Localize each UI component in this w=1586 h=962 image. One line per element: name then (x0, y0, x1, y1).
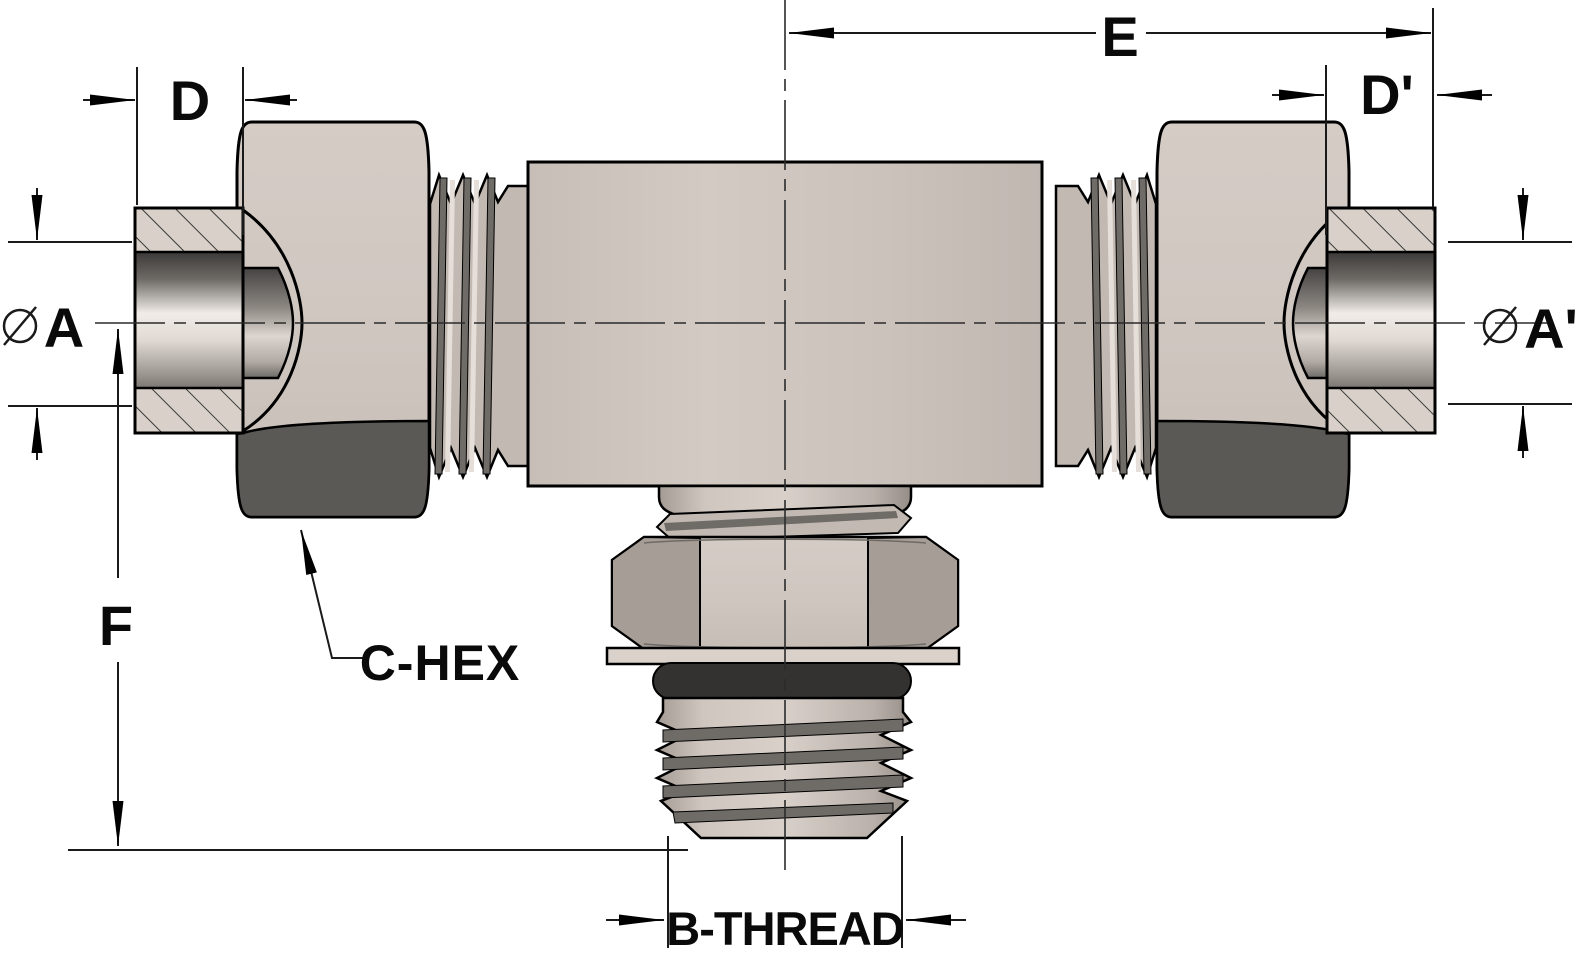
label-callout-hex: C-HEX (360, 635, 521, 691)
right-threads-silhouette (1054, 171, 1158, 481)
right-bore (1325, 250, 1437, 390)
diameter-symbol-right (1482, 308, 1518, 344)
stud-thread-shadow-4 (672, 802, 894, 824)
left-thread-shadow-3 (482, 177, 496, 475)
left-thread-light-1 (445, 180, 455, 472)
right-thread-shadow-2 (1114, 177, 1128, 475)
locknut-left-facet (611, 535, 701, 651)
label-callout-thread: B-THREAD (666, 902, 903, 955)
left-flange-hatch-top (135, 208, 243, 252)
stud-thread-shadow-1 (662, 718, 904, 743)
locknut-right-facet (867, 535, 959, 651)
label-dim-d-right: D' (1360, 63, 1414, 126)
right-flange-outline (1325, 206, 1437, 435)
dimension-labels: E D D' A A' F C-HEX B-THREAD (44, 5, 1578, 955)
stud-thread-shadow-2 (662, 746, 904, 771)
left-compression-nut (235, 120, 431, 519)
right-compression-nut (1155, 120, 1351, 519)
label-dim-a-right: A' (1524, 297, 1578, 360)
right-nut-dark-facet (1155, 419, 1351, 519)
left-thread-shadow-1 (434, 177, 448, 475)
washer (605, 646, 961, 666)
left-flange-outline (133, 206, 245, 435)
left-thread-section (428, 171, 532, 481)
callout-hex-leader (300, 529, 364, 659)
diameter-symbol-left (2, 308, 38, 344)
label-dim-e: E (1101, 5, 1138, 68)
right-flange-hatch-top (1327, 208, 1435, 252)
bottom-neck-thread-shadow (664, 511, 898, 531)
right-thread-shadow-1 (1138, 177, 1152, 475)
left-thread-shadow-2 (458, 177, 472, 475)
right-flange-hatch-bottom (1327, 388, 1435, 433)
o-ring (652, 662, 912, 700)
left-tube-end-section (133, 206, 245, 435)
left-tube-insert (241, 266, 295, 380)
right-thread-shadow-3 (1090, 177, 1104, 475)
dimensions (2, 8, 1572, 948)
left-flange-hatch-bottom (135, 388, 243, 433)
diameter-symbol-right-slash (1483, 306, 1517, 346)
right-thread-light-2 (1107, 180, 1117, 472)
right-tube-end-section (1325, 206, 1437, 435)
diameter-symbol-left-slash (3, 306, 37, 346)
stud-thread-shadow-3 (662, 774, 904, 799)
label-dim-f: F (99, 594, 133, 657)
bottom-port (605, 484, 961, 840)
left-bore (133, 250, 245, 390)
left-nut-dark-facet (235, 419, 431, 519)
label-dim-d-left: D (170, 69, 210, 132)
centerlines (95, 0, 1552, 878)
right-thread-section (1054, 171, 1158, 481)
right-thread-light-1 (1131, 180, 1141, 472)
left-thread-light-2 (469, 180, 479, 472)
label-dim-a-left: A (44, 296, 84, 359)
